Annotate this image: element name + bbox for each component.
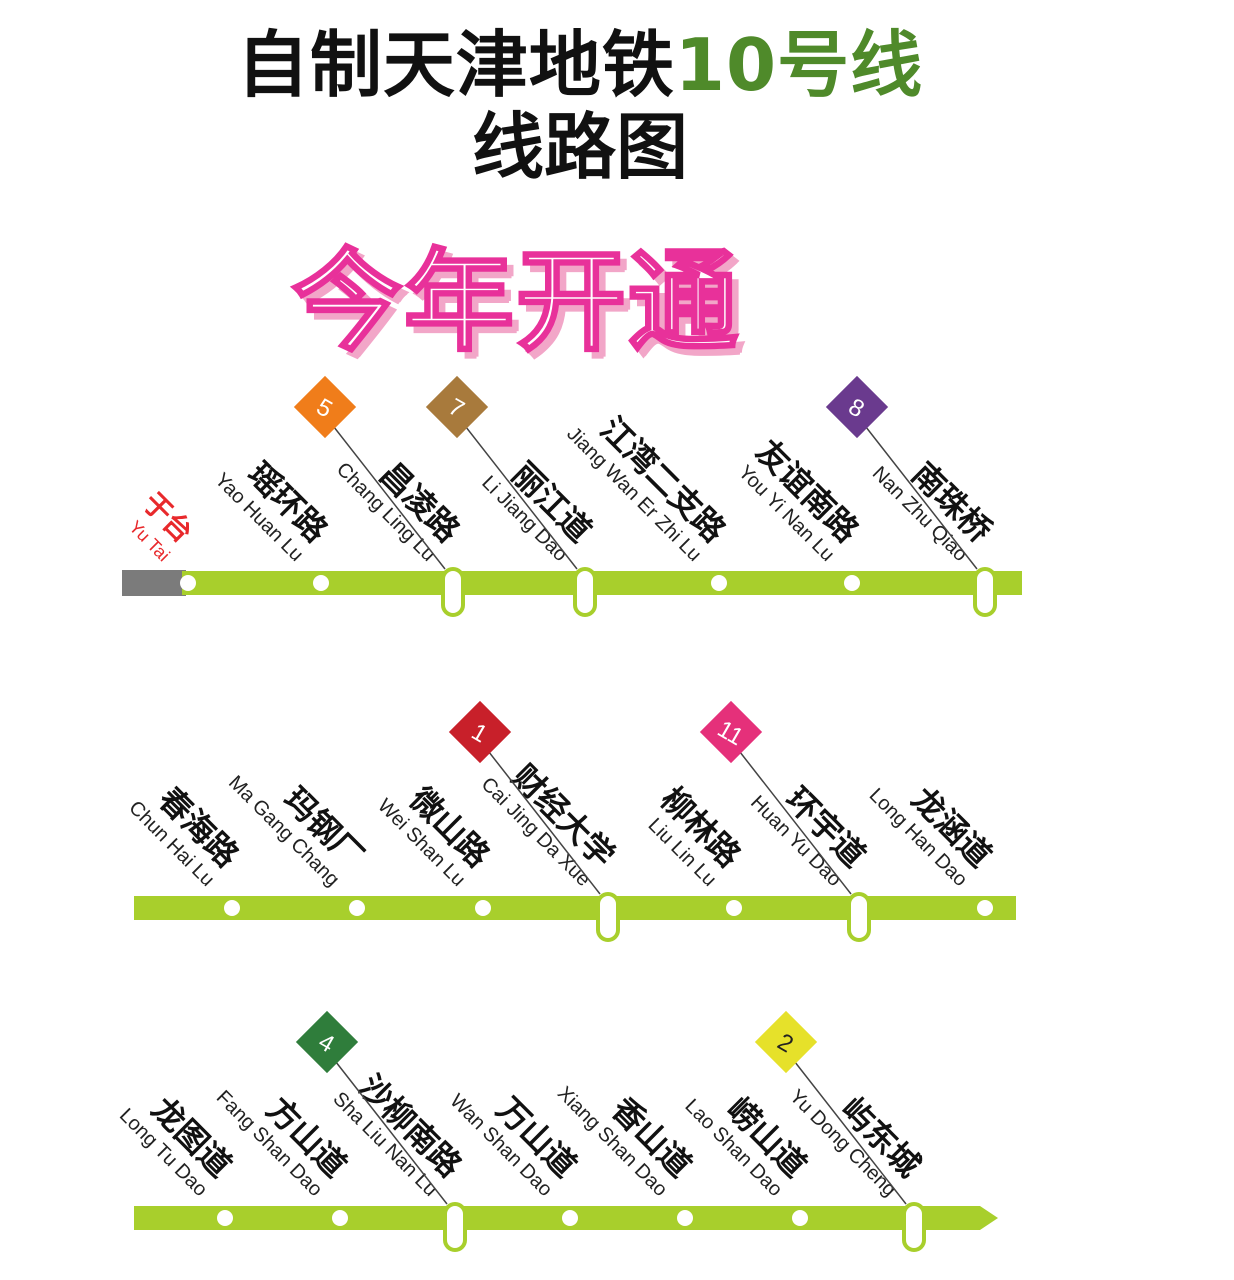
transfer-leader bbox=[454, 412, 578, 570]
station-dot bbox=[844, 575, 860, 591]
transfer-badge-line-2: 2 bbox=[754, 1010, 818, 1074]
transfer-badge-line-8: 8 bbox=[825, 375, 889, 439]
transfer-marker bbox=[973, 567, 997, 617]
transfer-marker bbox=[847, 892, 871, 942]
badge-square bbox=[425, 375, 489, 439]
station-dot bbox=[977, 900, 993, 916]
station-dot bbox=[726, 900, 742, 916]
transfer-marker bbox=[573, 567, 597, 617]
station-dot bbox=[562, 1210, 578, 1226]
badge-square bbox=[293, 375, 357, 439]
station-dot bbox=[332, 1210, 348, 1226]
terminal-stub bbox=[122, 570, 186, 596]
title-prefix: 自制天津地铁 bbox=[236, 23, 675, 107]
badge-square bbox=[699, 700, 763, 764]
opening-banner: 今年开通 bbox=[291, 237, 740, 368]
transfer-badge-line-11: 11 bbox=[699, 700, 763, 764]
station-dot bbox=[217, 1210, 233, 1226]
station-dot bbox=[677, 1210, 693, 1226]
title: 自制天津地铁10号线 线路图 bbox=[0, 22, 1160, 188]
station-dot bbox=[349, 900, 365, 916]
badge-square bbox=[448, 700, 512, 764]
transfer-badge-line-4: 4 bbox=[295, 1010, 359, 1074]
transfer-marker bbox=[902, 1202, 926, 1252]
transfer-leader bbox=[854, 412, 978, 570]
transfer-marker bbox=[443, 1202, 467, 1252]
transfer-leader bbox=[477, 737, 601, 895]
station-dot bbox=[180, 575, 196, 591]
station-dot bbox=[224, 900, 240, 916]
transfer-badge-line-1: 1 bbox=[448, 700, 512, 764]
transfer-marker bbox=[441, 567, 465, 617]
transfer-leader bbox=[728, 737, 852, 895]
transfer-leader bbox=[322, 412, 446, 570]
station-dot bbox=[475, 900, 491, 916]
title-line-number: 10号线 bbox=[674, 23, 924, 107]
transfer-leader bbox=[324, 1047, 448, 1205]
station-dot bbox=[711, 575, 727, 591]
station-dot bbox=[313, 575, 329, 591]
line-band bbox=[182, 571, 1022, 595]
transfer-badge-line-5: 5 bbox=[293, 375, 357, 439]
transfer-marker bbox=[596, 892, 620, 942]
title-line-2: 线路图 bbox=[471, 105, 688, 189]
title-line-1: 自制天津地铁10号线 bbox=[0, 22, 1160, 108]
badge-square bbox=[825, 375, 889, 439]
line-band bbox=[134, 896, 1016, 920]
station-dot bbox=[792, 1210, 808, 1226]
transfer-leader bbox=[783, 1047, 907, 1205]
transfer-badge-line-7: 7 bbox=[425, 375, 489, 439]
